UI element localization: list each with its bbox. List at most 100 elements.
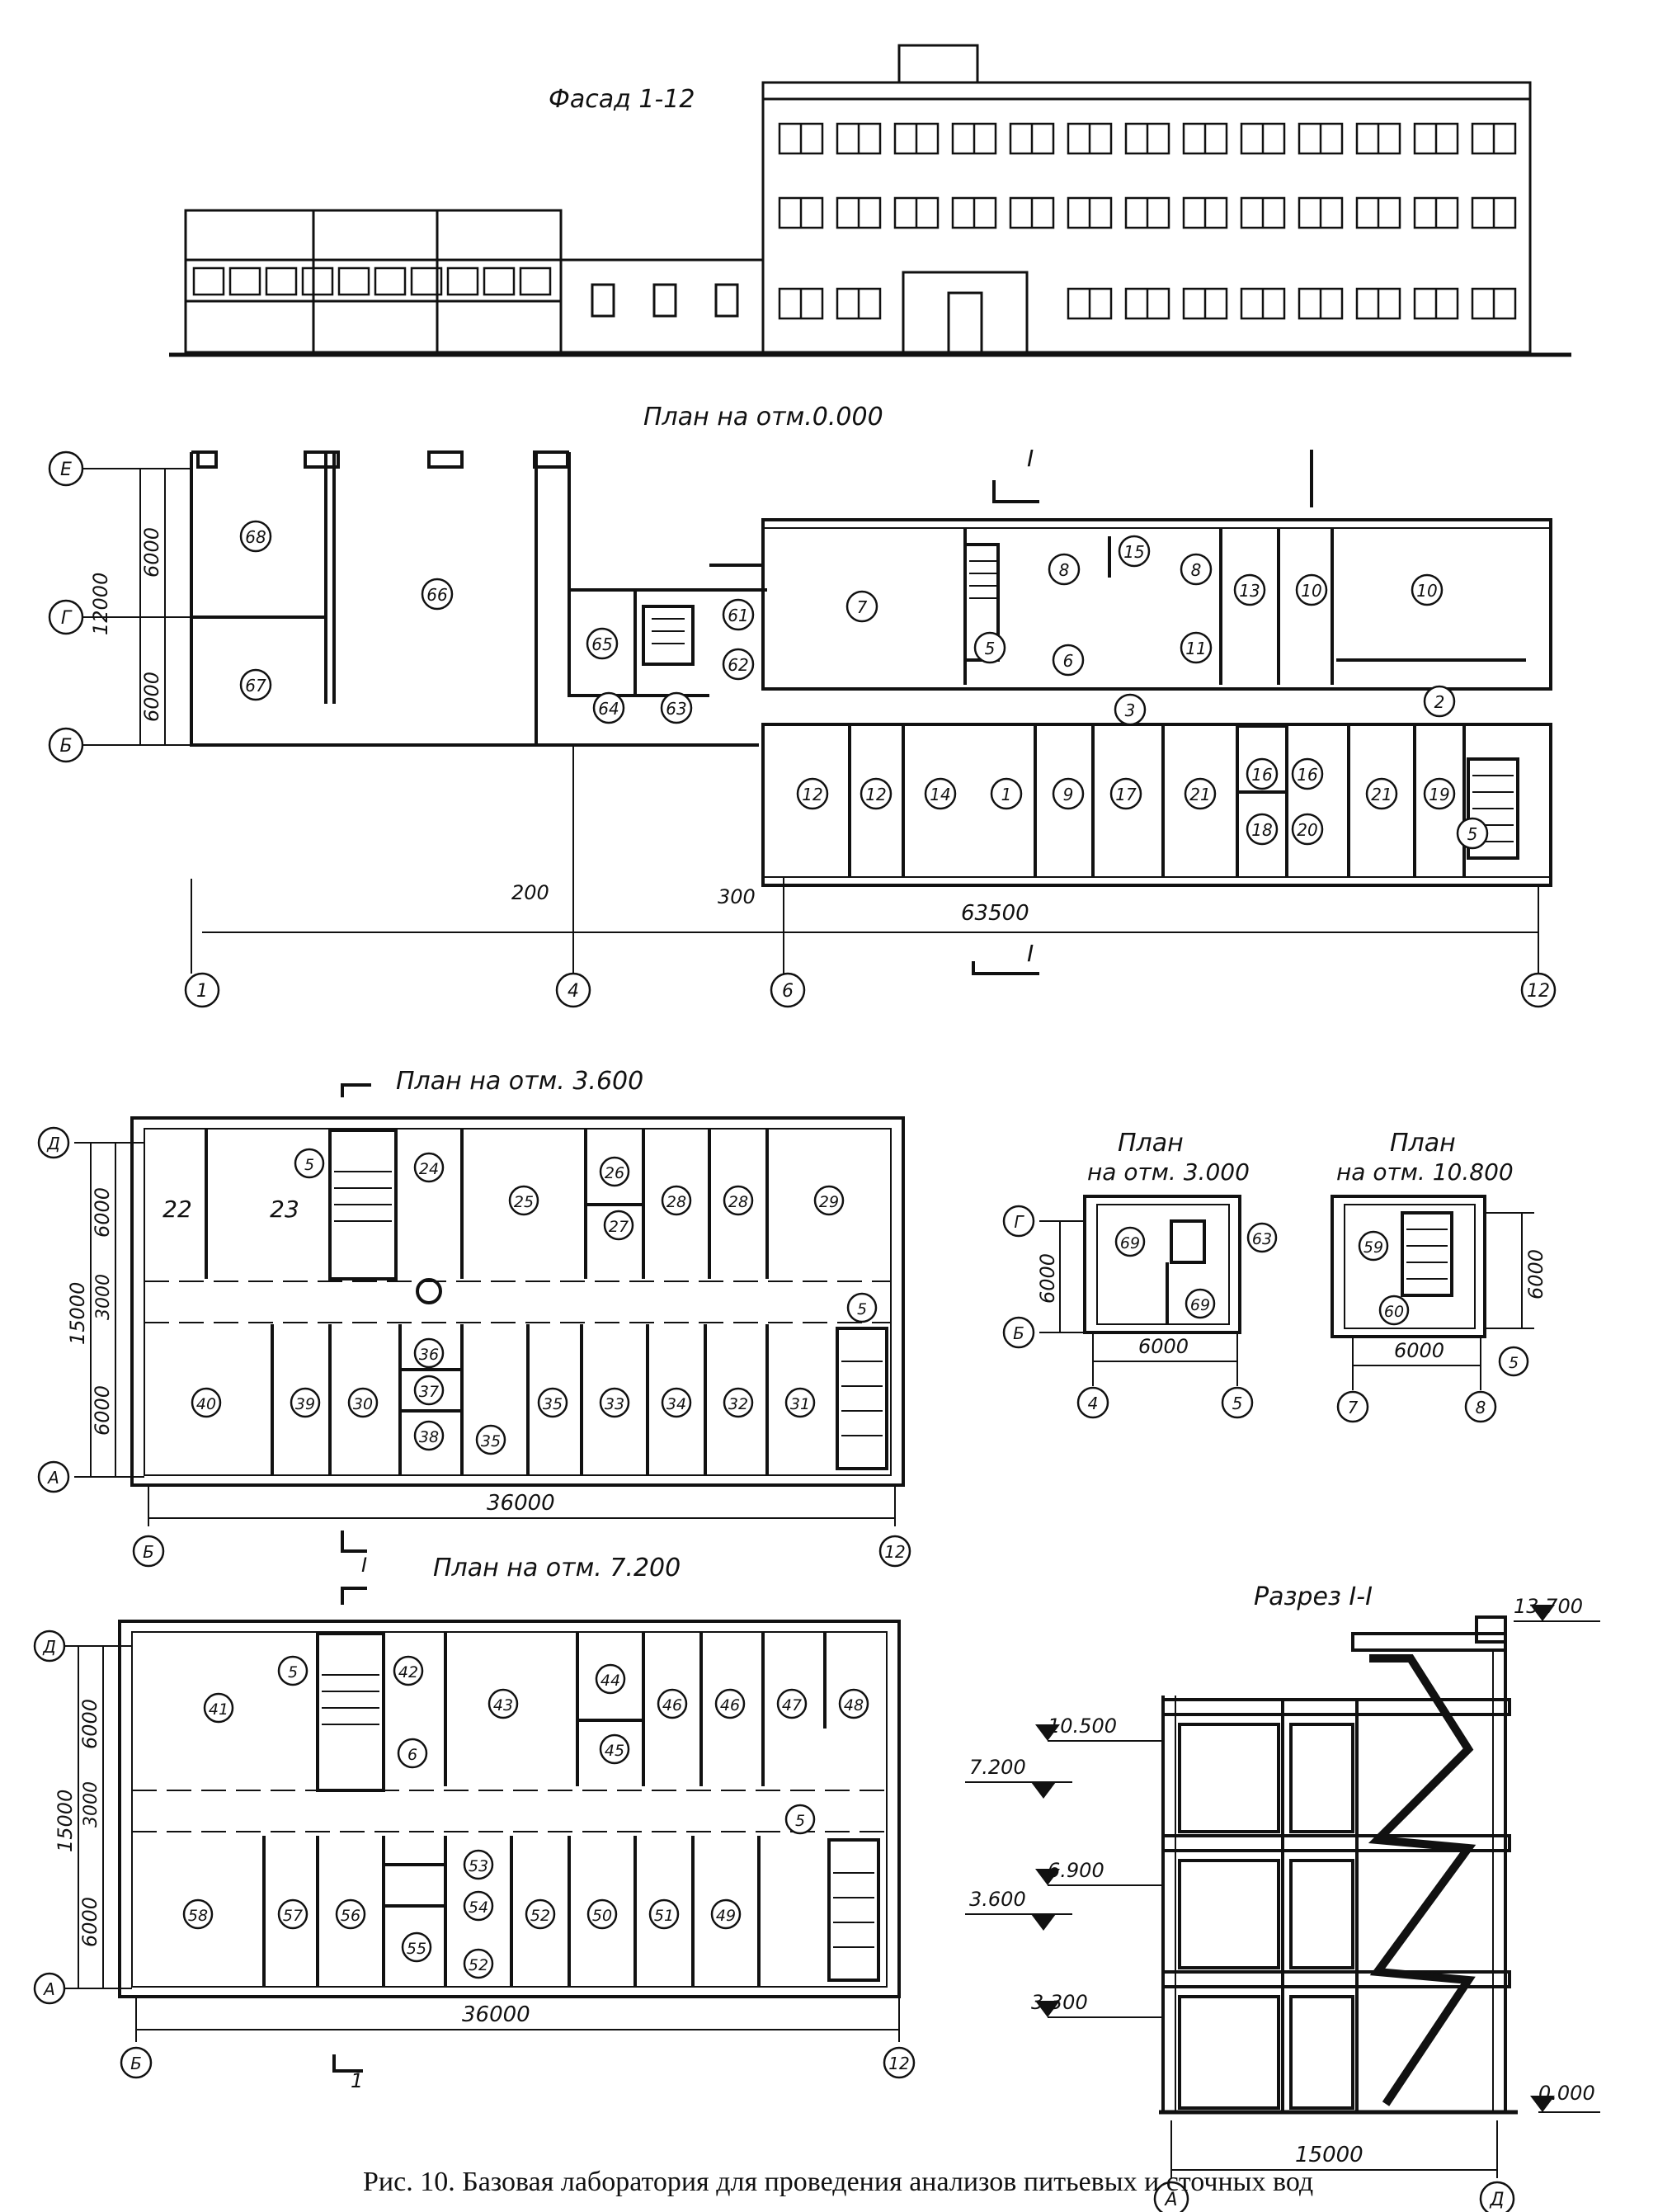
label-circle (33, 1630, 66, 1663)
label-text: 17 (1115, 785, 1137, 804)
label-circle (710, 1898, 742, 1930)
label-text: 38 (419, 1428, 439, 1446)
facade-window-left (483, 266, 516, 296)
label-circle (1002, 1316, 1035, 1349)
label-text: 12 (1527, 981, 1550, 1002)
label-circle (603, 1210, 634, 1241)
label-circle (290, 1387, 321, 1418)
label-circle (1456, 817, 1489, 850)
label-text: 46 (662, 1696, 682, 1714)
label-circle (723, 1185, 754, 1216)
room-number: 23 (270, 1196, 299, 1223)
label-circle (1052, 644, 1085, 677)
label-circle (413, 1152, 445, 1183)
label-text: 8 (1191, 560, 1202, 580)
label-circle (203, 1692, 234, 1724)
plan-7200-section-mark: 1 (351, 2069, 363, 2092)
label-text: 28 (666, 1193, 686, 1211)
label-text: 19 (1429, 785, 1449, 804)
label-circle (660, 691, 693, 724)
label-circle (555, 972, 591, 1008)
label-text: 8 (1476, 1398, 1486, 1417)
label-text: 21 (1371, 785, 1392, 804)
label-circle (722, 648, 755, 681)
label-circle (784, 1804, 816, 1835)
label-text: 47 (782, 1696, 802, 1714)
label-circle (1153, 2181, 1189, 2212)
label-text: 4 (568, 981, 579, 1002)
label-text: 7 (1348, 1398, 1359, 1417)
label-text: 62 (728, 655, 748, 675)
label-circle (393, 1655, 424, 1686)
label-text: 6 (782, 981, 794, 1002)
label-text: 26 (605, 1164, 624, 1182)
label-text: 39 (295, 1395, 315, 1413)
label-circle (592, 691, 625, 724)
label-text: 16 (1251, 765, 1272, 785)
label-text: 7 (857, 597, 868, 617)
plan-3600-dim-6000-top: 6000 (91, 1187, 114, 1238)
label-text: Б (1013, 1323, 1024, 1343)
ground-dim-6000-bottom: 6000 (140, 672, 163, 722)
label-circle (487, 1688, 519, 1719)
label-circle (883, 2046, 916, 2079)
label-circle (463, 1849, 494, 1880)
label-text: 56 (341, 1907, 360, 1925)
label-text: 11 (1185, 639, 1206, 658)
label-circle (239, 520, 272, 553)
label-text: 65 (591, 634, 612, 654)
label-circle (1291, 757, 1324, 790)
label-text: 5 (288, 1663, 298, 1681)
label-circle (413, 1375, 445, 1406)
plan-10800-dim-w: 6000 (1394, 1339, 1444, 1362)
section-level-0000: 0.000 (1538, 2082, 1595, 2105)
label-circle (973, 631, 1006, 664)
label-text: 52 (469, 1956, 488, 1974)
label-text: Д (46, 1134, 60, 1153)
label-text: 5 (795, 1812, 805, 1830)
label-circle (239, 668, 272, 701)
plan-3600-dim-6000-bottom: 6000 (91, 1385, 114, 1436)
label-circle (657, 1688, 688, 1719)
label-text: 6 (1063, 651, 1074, 671)
facade-window-left (410, 266, 443, 296)
label-circle (878, 1535, 911, 1568)
label-text: 55 (407, 1940, 426, 1958)
label-text: 5 (1232, 1394, 1243, 1413)
label-text: А (1163, 2190, 1177, 2210)
label-text: 59 (1364, 1238, 1383, 1257)
label-circle (860, 777, 893, 810)
label-circle (1185, 1288, 1216, 1319)
ground-plan-title: План на отм.0.000 (643, 403, 883, 432)
label-text: 9 (1063, 785, 1074, 804)
plan-7200-dim-6000-bottom: 6000 (78, 1897, 101, 1947)
label-text: 53 (469, 1857, 488, 1875)
plan-7200-dim-15000: 15000 (54, 1790, 77, 1852)
label-circle (1411, 573, 1444, 606)
label-text: 10 (1301, 581, 1321, 601)
label-circle (537, 1387, 568, 1418)
label-text: Е (60, 460, 72, 480)
plan-3000-title-2: на отм. 3.000 (1087, 1158, 1250, 1186)
label-circle (120, 2046, 153, 2079)
label-text: Д (42, 1637, 56, 1657)
label-circle (599, 1733, 630, 1765)
label-text: А (46, 1468, 59, 1488)
section-level-6900: 6.900 (1048, 1859, 1104, 1882)
label-circle (33, 1972, 66, 2005)
figure-caption: Рис. 10. Базовая лаборатория для проведе… (363, 2167, 1313, 2197)
label-circle (1076, 1386, 1109, 1419)
label-text: 49 (716, 1907, 736, 1925)
label-text: 35 (481, 1432, 501, 1450)
plan-3600-dim-length: 36000 (487, 1491, 555, 1516)
label-text: 36 (419, 1346, 439, 1364)
label-text: 4 (1088, 1394, 1099, 1413)
